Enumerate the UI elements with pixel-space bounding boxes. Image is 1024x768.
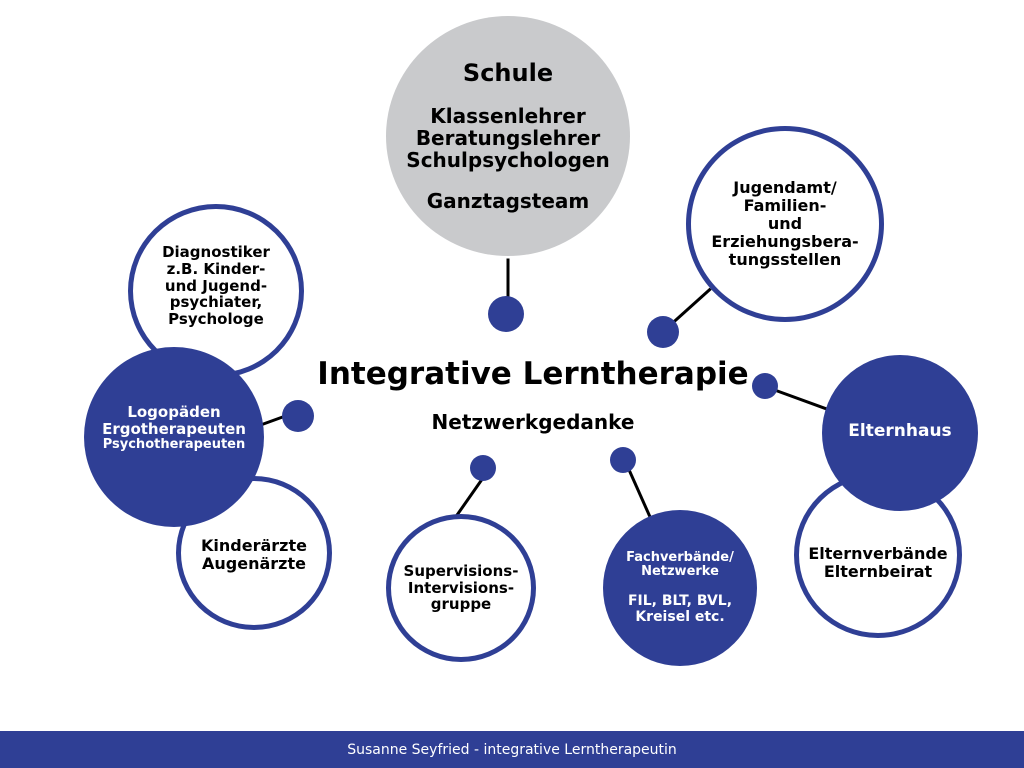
connector-elternhaus <box>775 389 830 412</box>
node-schule-heading: Schule <box>462 58 554 87</box>
node-jugendamt: Jugendamt/ Familien- und Erziehungsbera-… <box>686 126 884 322</box>
node-schule-line: Beratungslehrer <box>415 126 601 151</box>
node-diagnostiker-line: z.B. Kinder- <box>166 259 266 278</box>
node-jugendamt-line: und <box>767 214 803 234</box>
connector-jugendamt <box>670 287 712 325</box>
node-jugendamt-line: Erziehungsbera- <box>711 231 859 251</box>
footer-bar: Susanne Seyfried - integrative Lernthera… <box>0 731 1024 768</box>
node-diagnostiker-line: psychiater, <box>169 293 263 312</box>
footer-text: Susanne Seyfried - integrative Lernthera… <box>347 741 677 758</box>
node-dot <box>752 373 778 399</box>
node-schule-line: Klassenlehrer <box>430 103 586 128</box>
node-jugendamt-line: Jugendamt/ <box>733 178 837 198</box>
node-dot <box>488 296 524 332</box>
node-supervision: Supervisions- Intervisions- gruppe <box>386 514 536 662</box>
node-fachverbaende-line: Kreisel etc. <box>635 608 725 625</box>
node-dot <box>647 316 679 348</box>
node-dot <box>610 447 636 473</box>
node-fachverbaende: Fachverbände/ Netzwerke FIL, BLT, BVL, K… <box>603 510 757 666</box>
node-elternverbaende-line: Elternverbände <box>808 544 948 564</box>
node-dot <box>282 400 314 432</box>
node-jugendamt-line: tungsstellen <box>728 249 842 269</box>
diagram-subtitle: Netzwerkgedanke <box>431 410 635 434</box>
node-logopaeden-line: Ergotherapeuten <box>102 419 246 438</box>
node-schule: Schule Klassenlehrer Beratungslehrer Sch… <box>386 16 630 256</box>
node-diagnostiker-line: Diagnostiker <box>162 243 270 261</box>
node-dot <box>470 455 496 481</box>
connector-fachverbaende <box>626 466 653 520</box>
node-supervision-line: Intervisions- <box>407 578 515 597</box>
node-jugendamt-line: Familien- <box>743 196 827 216</box>
node-kinderaerzte-line: Augenärzte <box>202 554 306 573</box>
node-schule-line: Ganztagsteam <box>426 188 590 213</box>
node-logopaeden-line: Logopäden <box>127 402 221 421</box>
node-diagnostiker-line: Psychologe <box>168 310 264 329</box>
node-fachverbaende-line: Fachverbände/ <box>626 549 734 565</box>
node-supervision-line: Supervisions- <box>403 561 519 580</box>
node-diagnostiker-line: und Jugend- <box>164 276 268 295</box>
node-fachverbaende-line: FIL, BLT, BVL, <box>627 592 733 609</box>
node-logopaeden: Logopäden Ergotherapeuten Psychotherapeu… <box>84 347 264 527</box>
node-kinderaerzte-line: Kinderärzte <box>201 536 307 556</box>
node-supervision-line: gruppe <box>430 595 492 614</box>
node-elternverbaende-line: Elternbeirat <box>823 562 933 581</box>
node-elternhaus-line: Elternhaus <box>848 421 952 442</box>
node-fachverbaende-line: Netzwerke <box>641 564 719 580</box>
diagram-title: Integrative Lerntherapie <box>317 356 749 392</box>
node-diagnostiker: Diagnostiker z.B. Kinder- und Jugend- ps… <box>128 204 304 378</box>
node-elternhaus: Elternhaus <box>822 355 978 511</box>
node-logopaeden-line: Psychotherapeuten <box>102 436 246 452</box>
node-schule-line: Schulpsychologen <box>406 148 610 173</box>
